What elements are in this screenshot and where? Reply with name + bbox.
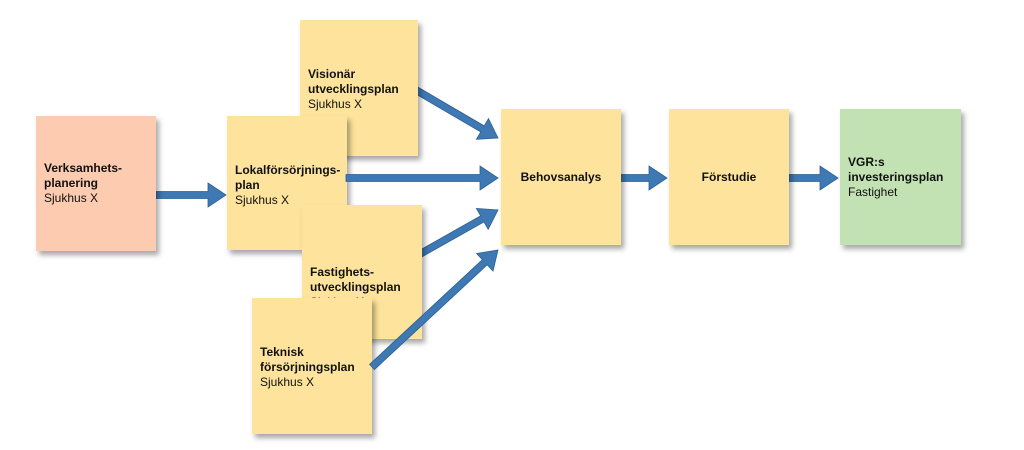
arrow-group [155,86,839,258]
box-subtitle: Sjukhus X [308,97,363,111]
box-subtitle: Sjukhus X [235,193,290,207]
box-title: Visionär utvecklingsplan [308,67,399,96]
arrow-verksamhet-to-lokal [155,182,227,208]
box-subtitle: Fastighet [848,184,898,199]
box-verksamhetsplanering: Verksamhets- planering Sjukhus X [36,116,156,251]
arrow-forstudie-to-vgr [788,165,839,191]
box-vgr-investeringsplan: VGR:s investeringsplan Fastighet [840,109,961,245]
box-visionar-utvecklingsplan: Visionär utvecklingsplan Sjukhus X [300,20,418,156]
box-title: Förstudie [701,169,757,184]
arrow-fastighet-to-behov [417,207,499,258]
box-title: Teknisk försörjningsplan [260,345,355,374]
box-behovsanalys: Behovsanalys [501,109,621,245]
box-subtitle: Sjukhus X [260,375,315,389]
arrow-behov-to-forstudie [619,165,668,191]
arrow-visionar-to-behov [413,86,499,140]
box-forstudie: Förstudie [669,109,789,245]
box-title: Lokalförsörjnings- plan [235,163,341,192]
box-teknisk-forsorjningsplan: Teknisk försörjningsplan Sjukhus X [252,298,372,434]
box-subtitle: Sjukhus X [44,191,99,205]
box-title: VGR:s investeringsplan [848,154,944,184]
box-title: Behovsanalys [520,169,602,184]
box-lokalforsorjningsplan: Lokalförsörjnings- plan Sjukhus X [227,116,347,250]
box-title: Verksamhets- planering [44,161,123,190]
box-title: Fastighets- utvecklingsplan [310,265,401,294]
